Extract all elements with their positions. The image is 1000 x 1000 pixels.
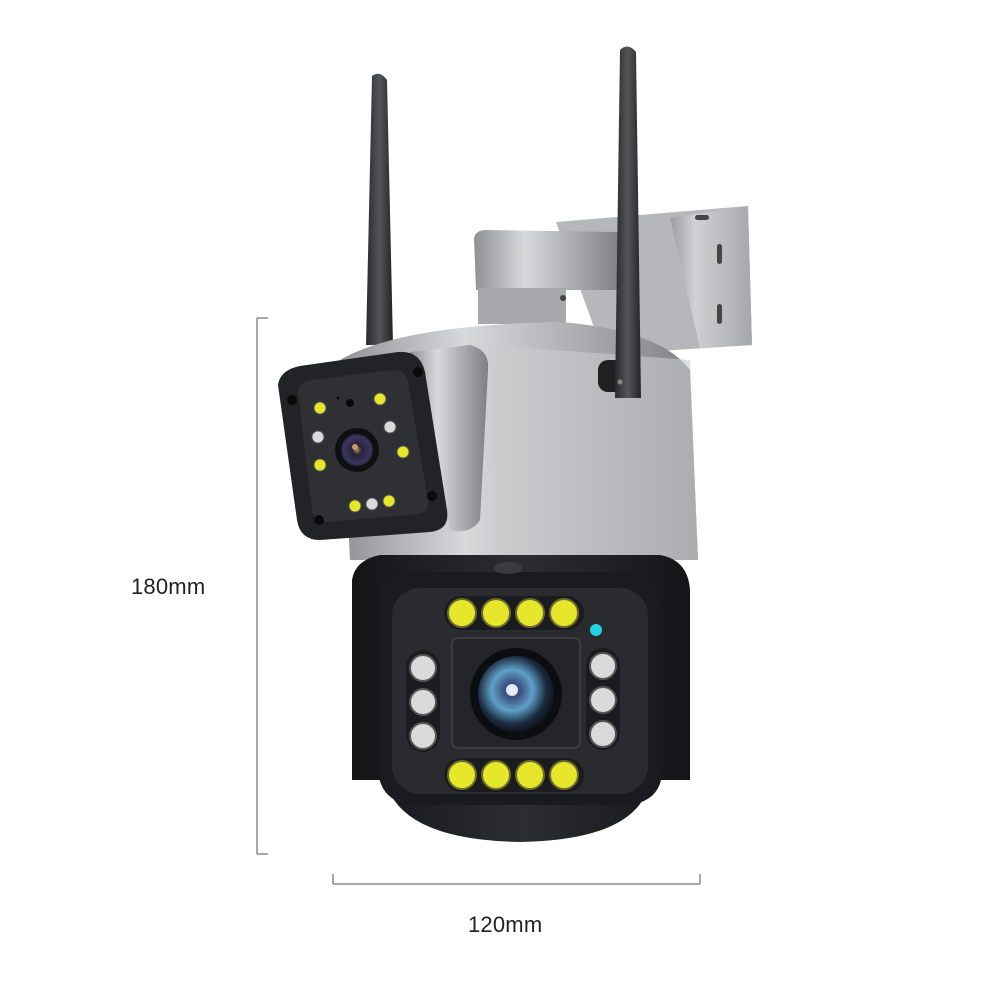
width-dimension-label: 120mm [468, 912, 543, 937]
lower-camera-right-leds [586, 648, 620, 750]
status-led [590, 624, 602, 636]
lower-ptz-dome [352, 555, 690, 842]
height-dimension-label: 180mm [131, 574, 206, 599]
lower-camera-bottom-leds [444, 758, 584, 792]
height-dimension-line [256, 317, 268, 855]
lower-camera-left-leds [406, 650, 440, 752]
upper-fixed-camera [278, 345, 489, 540]
left-antenna [366, 73, 393, 345]
wall-mount-bracket [474, 206, 752, 354]
right-antenna [598, 46, 641, 398]
lower-camera-top-leds [444, 596, 584, 630]
width-dimension-line [332, 874, 701, 885]
upper-camera-leds [311, 392, 410, 513]
